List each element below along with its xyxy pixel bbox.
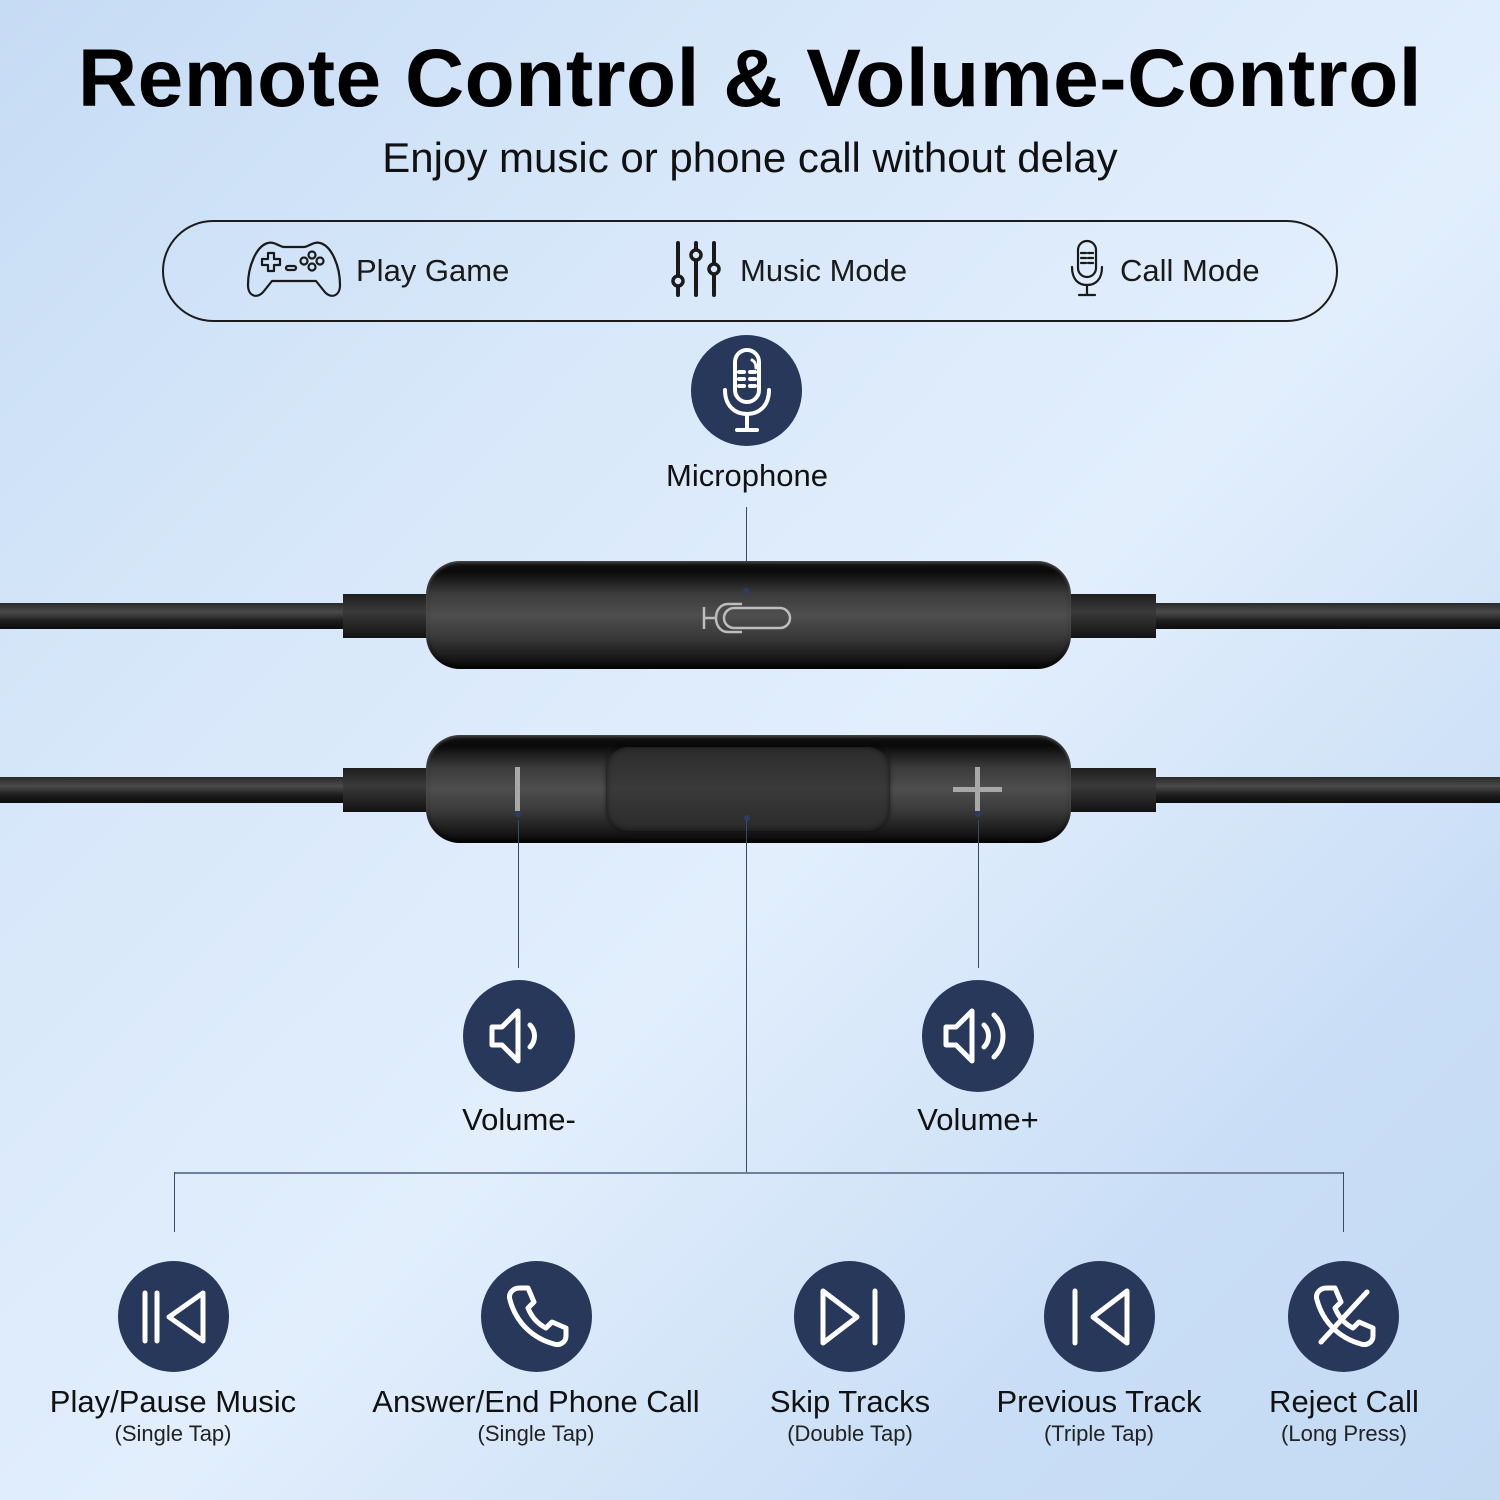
function-label: Play/Pause Music (49, 1384, 297, 1419)
previous-track-bubble (1044, 1261, 1155, 1372)
mic-pinpoint (743, 588, 749, 594)
volume-down-button[interactable] (466, 755, 570, 825)
mode-label: Music Mode (740, 253, 908, 288)
function-action: (Long Press) (1281, 1421, 1407, 1446)
function-action: (Single Tap) (114, 1421, 232, 1446)
mode-label: Play Game (356, 253, 510, 288)
volume-up-connector (978, 820, 979, 968)
microphone-icon (722, 347, 771, 432)
plus-horizontal (953, 787, 1002, 792)
microphone-connector (746, 507, 747, 590)
page-subtitle: Enjoy music or phone call without delay (382, 134, 1118, 181)
mode-label: Call Mode (1120, 253, 1260, 288)
cable-right-upper (1150, 603, 1500, 629)
equalizer-sliders-icon (668, 239, 726, 304)
mode-music: Music Mode (668, 222, 907, 320)
cable-left-upper (0, 603, 345, 629)
volume-down-label: Volume- (462, 1102, 576, 1137)
function-label: Reject Call (1269, 1384, 1419, 1419)
cable-collar (343, 594, 433, 638)
microphone-icon (1068, 239, 1106, 304)
play-pause-icon (142, 1290, 205, 1343)
button-housing (426, 735, 1071, 843)
phone-icon (506, 1285, 568, 1347)
mode-play-game: Play Game (246, 222, 509, 320)
cable-collar (343, 768, 433, 812)
page-title: Remote Control & Volume-Control (77, 33, 1423, 124)
function-action: (Double Tap) (787, 1421, 913, 1446)
modes-panel: Play Game Music Mode Call Mode (162, 220, 1338, 322)
function-label: Skip Tracks (769, 1384, 931, 1419)
volume-down-connector (518, 820, 519, 968)
cable-collar (1066, 768, 1156, 812)
volume-up-bubble (922, 980, 1034, 1092)
skip-previous-icon (1072, 1288, 1129, 1345)
vol-down-pinpoint (515, 811, 521, 817)
volume-down-bubble (463, 980, 575, 1092)
microphone-label: Microphone (666, 458, 828, 493)
gamepad-icon (246, 237, 342, 306)
phone-reject-icon (1313, 1285, 1375, 1347)
mode-call: Call Mode (1068, 222, 1260, 320)
function-label: Previous Track (996, 1384, 1202, 1419)
play-pause-bubble (118, 1261, 229, 1372)
speaker-high-icon (943, 1008, 1006, 1064)
function-action: (Triple Tap) (1043, 1421, 1155, 1446)
cable-left-lower (0, 777, 345, 803)
cable-right-lower (1150, 777, 1500, 803)
reject-call-bubble (1288, 1261, 1399, 1372)
answer-call-bubble (481, 1261, 592, 1372)
bracket-left-leg (174, 1172, 175, 1232)
mic-hole-icon (702, 602, 792, 634)
skip-tracks-bubble (794, 1261, 905, 1372)
center-pinpoint (744, 815, 750, 821)
microphone-bubble (691, 335, 802, 446)
speaker-low-icon (489, 1008, 537, 1064)
volume-up-button[interactable] (926, 755, 1030, 825)
function-label: Answer/End Phone Call (372, 1384, 700, 1419)
mic-housing (426, 561, 1071, 669)
function-bracket (174, 1172, 1344, 1174)
function-action: (Single Tap) (477, 1421, 595, 1446)
multifunction-button[interactable] (606, 747, 890, 831)
multifunction-connector (746, 820, 747, 1172)
bracket-right-leg (1343, 1172, 1344, 1232)
cable-collar (1066, 594, 1156, 638)
skip-next-icon (820, 1288, 877, 1345)
vol-up-pinpoint (975, 811, 981, 817)
minus-symbol (515, 767, 520, 811)
volume-up-label: Volume+ (917, 1102, 1039, 1137)
